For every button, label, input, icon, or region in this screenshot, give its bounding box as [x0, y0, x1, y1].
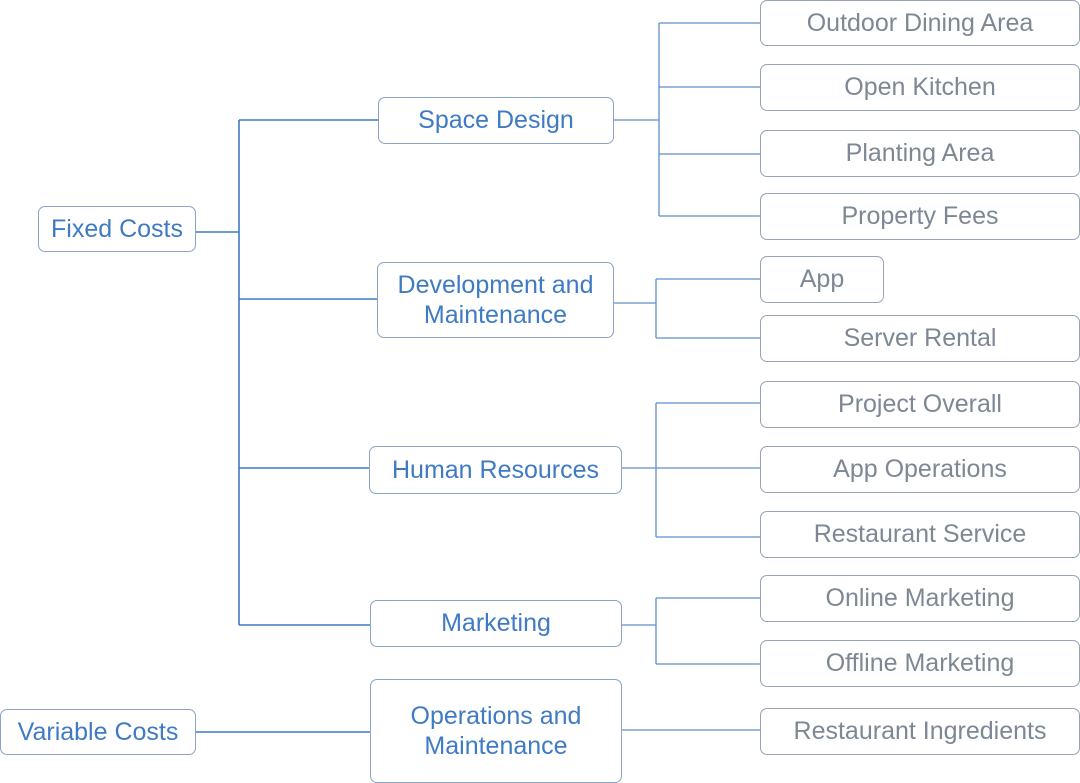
root-node-fixed-costs: Fixed Costs [38, 206, 196, 252]
leaf-node-property-fees: Property Fees [760, 193, 1080, 240]
leaf-node-online-marketing: Online Marketing [760, 575, 1080, 622]
leaf-node-offline-marketing: Offline Marketing [760, 640, 1080, 687]
leaf-node-app-operations: App Operations [760, 446, 1080, 493]
leaf-node-restaurant-ingredients: Restaurant Ingredients [760, 708, 1080, 755]
category-node-space-design: Space Design [378, 97, 614, 144]
leaf-node-app: App [760, 256, 884, 303]
category-node-marketing: Marketing [370, 600, 622, 647]
leaf-node-open-kitchen: Open Kitchen [760, 64, 1080, 111]
category-node-operations-maintenance: Operations and Maintenance [370, 679, 622, 783]
leaf-node-server-rental: Server Rental [760, 315, 1080, 362]
category-node-development-maintenance: Development and Maintenance [377, 262, 614, 338]
leaf-node-planting-area: Planting Area [760, 130, 1080, 177]
leaf-node-outdoor-dining-area: Outdoor Dining Area [760, 0, 1080, 46]
leaf-node-restaurant-service: Restaurant Service [760, 511, 1080, 558]
leaf-node-project-overall: Project Overall [760, 381, 1080, 428]
root-node-variable-costs: Variable Costs [0, 709, 196, 755]
category-node-human-resources: Human Resources [369, 446, 622, 494]
